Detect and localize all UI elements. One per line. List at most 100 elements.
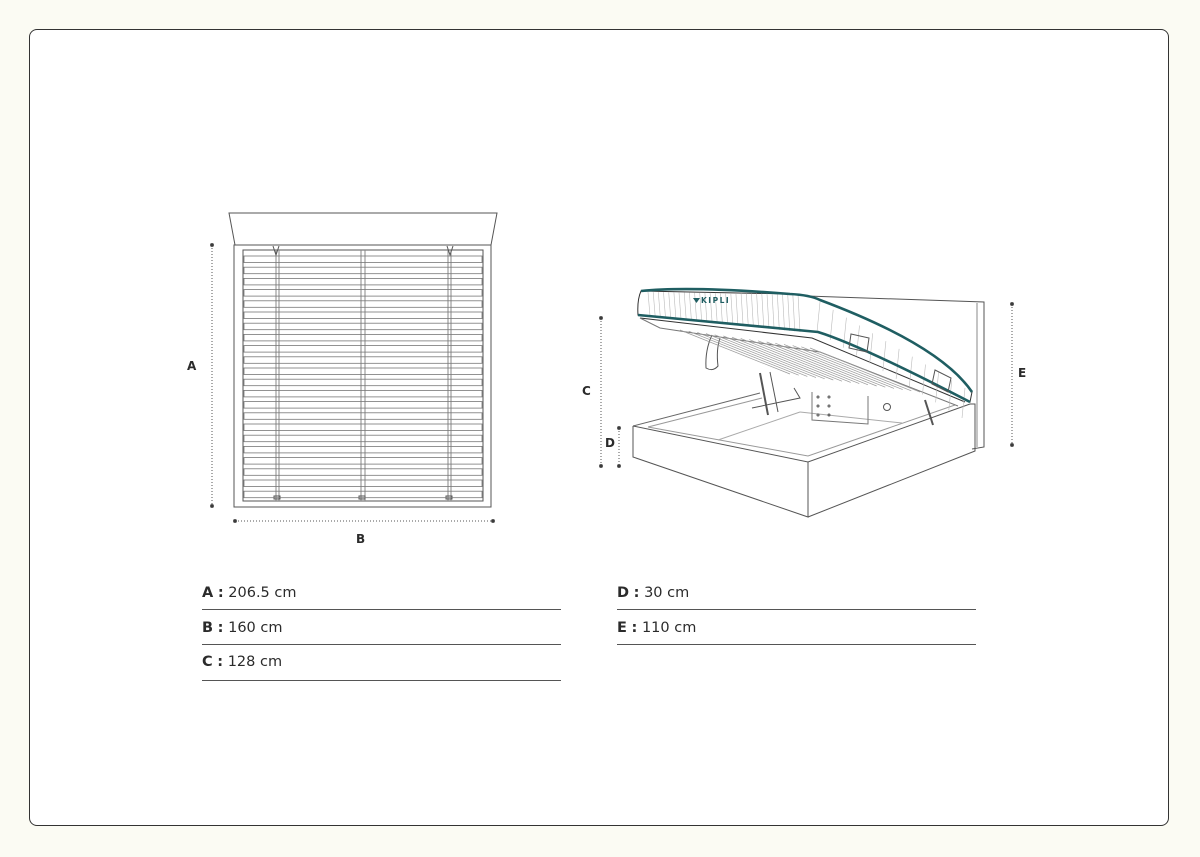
mattress-trim — [637, 287, 974, 404]
mattress-line — [856, 325, 860, 356]
slat — [243, 311, 483, 319]
spec-separator: : — [217, 654, 224, 670]
dimension-e-line — [1010, 302, 1014, 447]
slat — [243, 389, 483, 398]
spec-value: 30 cm — [644, 585, 690, 601]
slat — [705, 333, 817, 378]
spec-value: 128 cm — [227, 654, 283, 670]
mattress-line — [689, 292, 692, 321]
spec-row-e: E : 110 cm — [617, 611, 976, 645]
slat-group-perspective — [679, 329, 921, 393]
mattress-line — [948, 380, 953, 411]
headboard-top-view — [228, 212, 498, 246]
spec-row-d: D : 30 cm — [617, 576, 976, 610]
mattress-line — [663, 292, 666, 318]
slat — [792, 345, 903, 390]
mattress-line — [673, 292, 677, 319]
slat — [243, 322, 483, 331]
dimension-e-label: E — [1018, 366, 1026, 380]
bed-perspective-view — [632, 290, 985, 518]
headboard-perspective — [806, 295, 985, 450]
mattress-line — [647, 291, 651, 317]
dimension-b-line — [233, 519, 495, 523]
spec-key: A — [202, 585, 214, 601]
spec-row-c: C : 128 cm — [202, 645, 561, 681]
brand-logo-text: KIPLI — [701, 296, 730, 305]
mattress-line — [714, 292, 718, 324]
mattress-line — [678, 292, 682, 320]
mattress-line — [652, 292, 656, 317]
slat — [243, 367, 483, 375]
mattress-line — [730, 293, 734, 325]
dimension-d-line — [617, 426, 621, 468]
mattress-line — [777, 293, 780, 330]
mattress-line — [740, 293, 744, 326]
mattress-line — [961, 387, 966, 419]
dimension-c-line — [599, 316, 603, 468]
mattress-line — [782, 293, 785, 331]
slat — [809, 347, 921, 393]
slat — [775, 342, 886, 388]
spec-key: E — [617, 620, 627, 636]
mattress-line — [709, 292, 713, 323]
mattress-line — [704, 292, 708, 323]
mattress-line — [751, 293, 754, 328]
mattress-line — [683, 292, 687, 320]
spec-value: 160 cm — [228, 620, 283, 636]
mattress-line — [658, 292, 661, 318]
slat — [243, 479, 483, 487]
mattress-line — [694, 292, 697, 322]
spec-separator: : — [633, 585, 640, 601]
slat — [243, 412, 483, 420]
mattress-line — [869, 333, 873, 364]
slat — [243, 255, 483, 263]
spec-key: C — [202, 654, 213, 670]
mattress-line — [766, 293, 770, 329]
slat — [783, 344, 895, 389]
slat — [766, 341, 877, 387]
mattress-line — [699, 292, 702, 322]
spec-separator: : — [217, 620, 224, 636]
slat — [697, 332, 808, 377]
slat — [243, 289, 483, 297]
dimension-d-label: D — [605, 436, 615, 450]
mattress-line — [771, 293, 775, 330]
slat — [679, 329, 791, 375]
slat — [801, 346, 912, 392]
slat — [757, 340, 869, 386]
mattress-line — [787, 293, 790, 331]
mattress-line — [761, 293, 765, 329]
slat — [243, 490, 483, 499]
slat — [243, 277, 483, 286]
slat — [243, 333, 483, 342]
inner-frame — [242, 249, 484, 502]
spec-key: D — [617, 585, 630, 601]
slat — [243, 300, 483, 308]
mattress-line — [829, 309, 834, 340]
mattress-line — [816, 301, 821, 333]
mattress-line — [882, 341, 887, 372]
dimension-a-label: A — [187, 359, 197, 373]
slat — [740, 338, 851, 383]
mattress-line — [668, 292, 671, 319]
slat — [243, 401, 483, 409]
mattress-quilting — [647, 291, 966, 419]
spec-separator: : — [631, 620, 638, 636]
dimension-b-label: B — [356, 532, 365, 546]
diagram-card — [29, 29, 1169, 826]
dimension-c-label: C — [582, 384, 591, 398]
slat — [243, 468, 483, 476]
kipli-heart-icon — [693, 298, 700, 303]
spec-key: B — [202, 620, 214, 636]
slat-group — [243, 255, 483, 499]
spec-row-b: B : 160 cm — [202, 611, 561, 645]
mattress-line — [895, 348, 900, 379]
slat — [714, 334, 825, 380]
spec-value: 110 cm — [641, 620, 697, 636]
slat — [243, 266, 483, 275]
slat — [243, 434, 483, 443]
outer-frame — [233, 244, 492, 508]
mattress-line — [725, 292, 728, 325]
mattress-line — [735, 293, 739, 326]
slat — [243, 378, 483, 387]
